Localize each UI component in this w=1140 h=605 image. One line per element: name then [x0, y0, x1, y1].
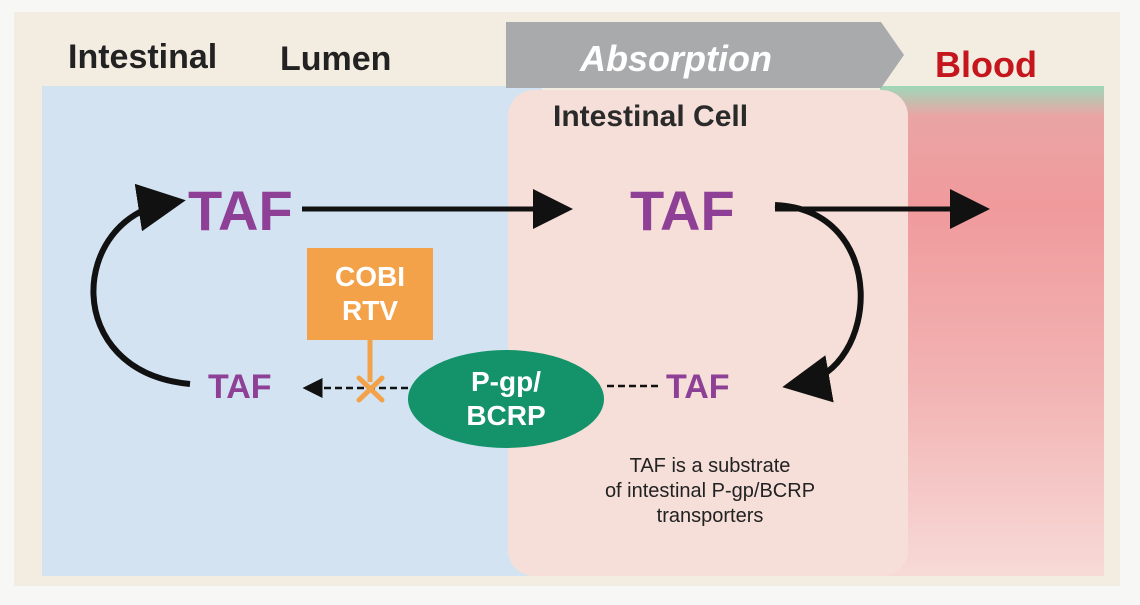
blood-region [880, 86, 1104, 576]
inhibitor-cobi-label: COBI [335, 261, 405, 292]
intestinal-cell-label: Intestinal Cell [553, 100, 749, 133]
taf-lumen-bottom: TAF [208, 368, 272, 406]
transporter-pgp-label: P-gp/ [471, 366, 541, 397]
transporter-ellipse: P-gp/ BCRP [408, 350, 604, 448]
inhibitor-box: COBI RTV [307, 248, 433, 340]
absorption-banner [506, 22, 904, 88]
intestinal-label: Intestinal [68, 38, 218, 76]
intestinal-cell-region [508, 90, 908, 576]
taf-cell-top: TAF [630, 179, 735, 242]
taf-cell-bottom: TAF [666, 368, 730, 406]
taf-lumen-top: TAF [188, 179, 293, 242]
caption: TAF is a substrate of intestinal P-gp/BC… [540, 454, 880, 529]
lumen-recycle-curve-arrow [90, 183, 191, 387]
transporter-bcrp-label: BCRP [466, 400, 546, 431]
intestinal-lumen-region [42, 86, 542, 576]
inhibitor-rtv-label: RTV [342, 295, 398, 326]
caption-line-3: transporters [656, 505, 764, 527]
caption-line-2: of intestinal P-gp/BCRP [604, 480, 816, 502]
caption-line-1: TAF is a substrate [629, 455, 791, 477]
absorption-label: Absorption [580, 38, 772, 79]
blood-label: Blood [935, 44, 1037, 85]
inhibition-x-icon [356, 375, 385, 403]
cell-efflux-curve-arrow [774, 202, 864, 403]
lumen-label: Lumen [280, 40, 392, 78]
